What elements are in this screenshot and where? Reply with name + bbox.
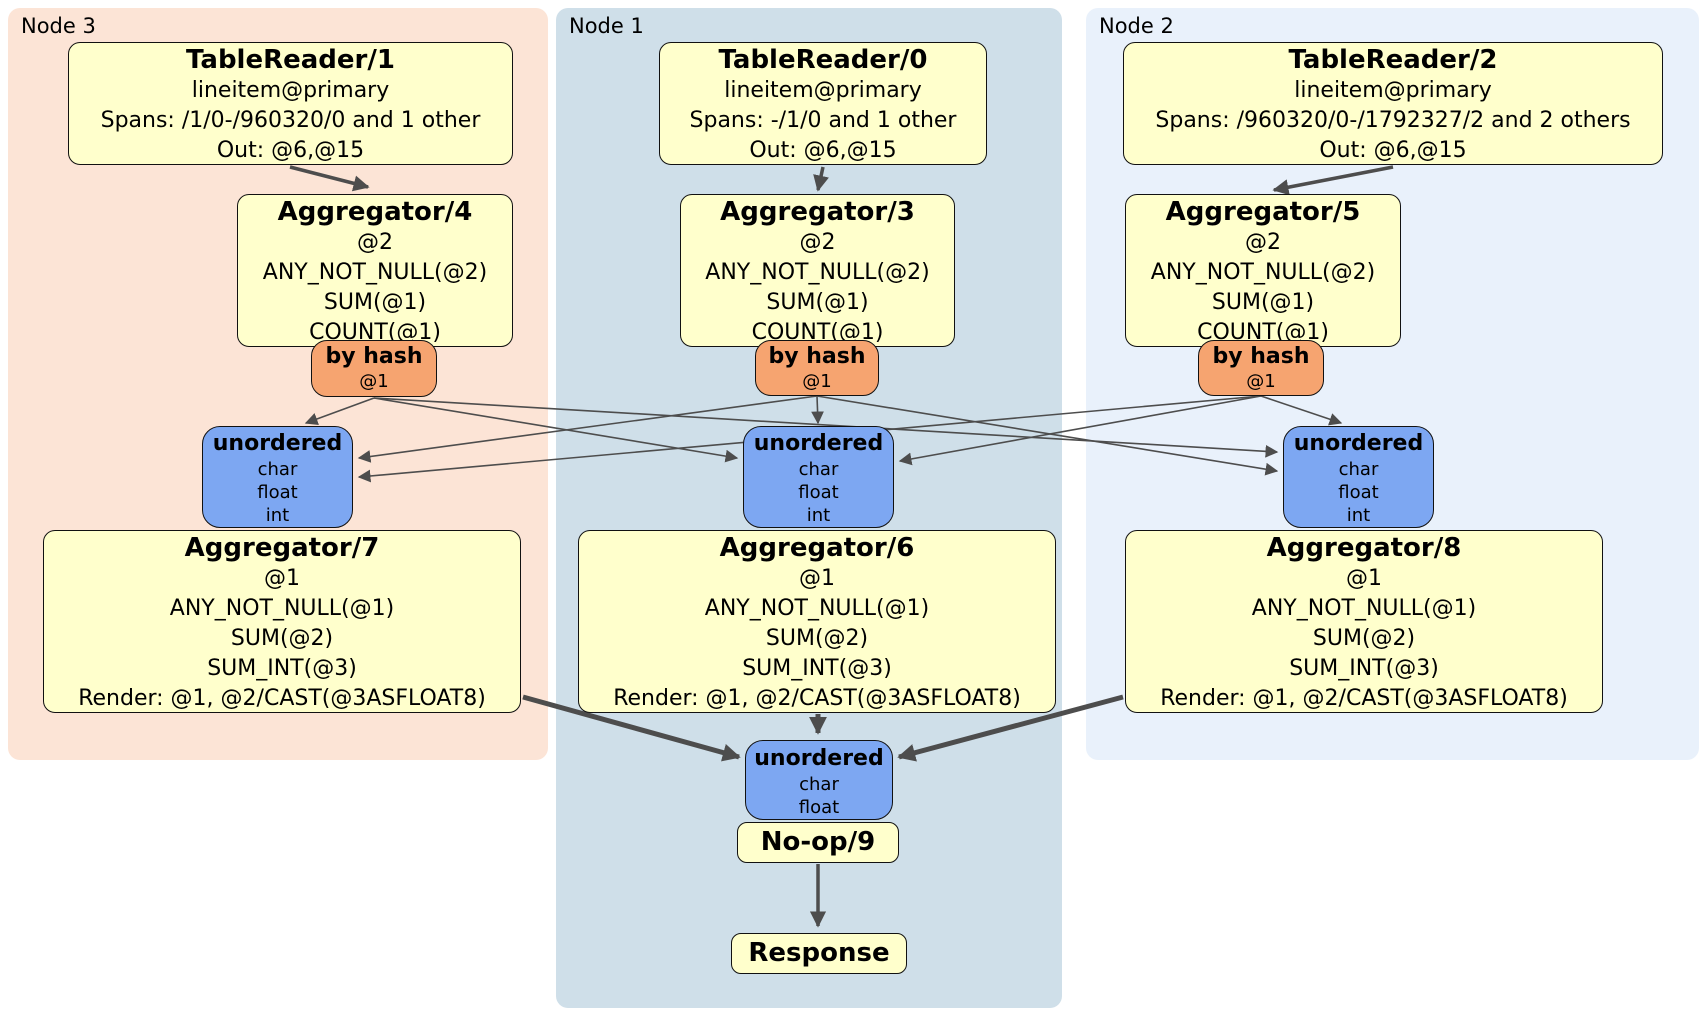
node-detail: ANY_NOT_NULL(@1) bbox=[169, 596, 395, 621]
edge-hash4-unordered7 bbox=[304, 397, 375, 426]
node-tablereader-0: TableReader/0 lineitem@primary Spans: -/… bbox=[659, 42, 987, 165]
node-detail: Spans: -/1/0 and 1 other bbox=[689, 108, 957, 133]
node-title: Aggregator/7 bbox=[184, 533, 380, 563]
node-detail: Out: @6,@15 bbox=[749, 138, 897, 163]
stream-type: float bbox=[798, 797, 840, 818]
node-detail: @2 bbox=[357, 230, 393, 255]
sync-unordered-8: unordered char float int bbox=[1283, 426, 1434, 528]
node-detail: ANY_NOT_NULL(@1) bbox=[704, 596, 930, 621]
stream-type: float bbox=[798, 482, 839, 503]
node-detail: SUM(@2) bbox=[1312, 626, 1416, 651]
node-detail: Render: @1, @2/CAST(@3ASFLOAT8) bbox=[78, 686, 486, 711]
node-title: No-op/9 bbox=[760, 827, 876, 857]
node-title: Response bbox=[748, 938, 890, 968]
edge-tablereader0-aggregator3 bbox=[813, 166, 829, 192]
node-response: Response bbox=[731, 933, 907, 974]
node-detail: SUM(@2) bbox=[765, 626, 869, 651]
node-detail: Out: @6,@15 bbox=[216, 138, 365, 163]
router-key: @1 bbox=[802, 371, 832, 392]
stream-type: char bbox=[798, 459, 839, 480]
router-title: by hash bbox=[325, 344, 423, 369]
sync-unordered-final: unordered char float bbox=[745, 740, 893, 820]
edge-hash4-unordered8 bbox=[373, 397, 1279, 458]
node-aggregator-8: Aggregator/8 @1 ANY_NOT_NULL(@1) SUM(@2)… bbox=[1125, 530, 1603, 713]
panel-label-node-2: Node 2 bbox=[1099, 14, 1174, 38]
edge-hash5-unordered6 bbox=[898, 395, 1262, 466]
node-title: TableReader/0 bbox=[718, 45, 928, 75]
node-title: TableReader/1 bbox=[186, 45, 395, 75]
edge-aggregator7-unordered-final bbox=[522, 694, 741, 762]
node-title: Aggregator/3 bbox=[720, 197, 915, 227]
edge-hash3-unordered7 bbox=[357, 395, 818, 463]
node-detail: SUM(@1) bbox=[323, 290, 427, 315]
edge-tablereader2-aggregator5 bbox=[1272, 165, 1394, 196]
node-detail: lineitem@primary bbox=[1294, 78, 1492, 103]
node-title: Aggregator/6 bbox=[719, 533, 915, 563]
node-detail: SUM_INT(@3) bbox=[207, 656, 357, 681]
edge-tablereader1-aggregator4 bbox=[289, 165, 370, 192]
node-detail: Spans: /1/0-/960320/0 and 1 other bbox=[100, 108, 481, 133]
node-detail: Out: @6,@15 bbox=[1319, 138, 1467, 163]
node-aggregator-6: Aggregator/6 @1 ANY_NOT_NULL(@1) SUM(@2)… bbox=[578, 530, 1056, 713]
stream-type: char bbox=[799, 774, 839, 795]
node-aggregator-3: Aggregator/3 @2 ANY_NOT_NULL(@2) SUM(@1)… bbox=[680, 194, 955, 347]
node-detail: SUM(@1) bbox=[766, 290, 869, 315]
node-detail: @1 bbox=[799, 566, 835, 591]
sync-title: unordered bbox=[1293, 431, 1424, 456]
sync-unordered-6: unordered char float int bbox=[743, 426, 894, 528]
router-by-hash-3: by hash @1 bbox=[755, 340, 879, 396]
node-detail: Render: @1, @2/CAST(@3ASFLOAT8) bbox=[613, 686, 1021, 711]
panel-label-node-3: Node 3 bbox=[21, 14, 96, 38]
stream-type: int bbox=[1346, 505, 1371, 526]
router-title: by hash bbox=[1212, 344, 1310, 369]
edge-hash3-unordered8 bbox=[816, 395, 1279, 476]
router-title: by hash bbox=[768, 344, 866, 369]
edge-aggregator8-unordered-final bbox=[897, 694, 1124, 762]
sync-unordered-7: unordered char float int bbox=[202, 426, 353, 528]
panel-label-node-1: Node 1 bbox=[569, 14, 644, 38]
sync-title: unordered bbox=[753, 431, 884, 456]
node-detail: SUM_INT(@3) bbox=[742, 656, 892, 681]
node-title: Aggregator/8 bbox=[1266, 533, 1462, 563]
node-noop-9: No-op/9 bbox=[737, 822, 899, 863]
edge-hash5-unordered8 bbox=[1260, 395, 1343, 426]
edge-hash3-unordered6 bbox=[811, 395, 824, 425]
sync-title: unordered bbox=[212, 431, 343, 456]
node-tablereader-2: TableReader/2 lineitem@primary Spans: /9… bbox=[1123, 42, 1663, 165]
stream-type: int bbox=[265, 505, 290, 526]
router-key: @1 bbox=[359, 371, 389, 392]
stream-type: char bbox=[257, 459, 298, 480]
node-detail: SUM(@2) bbox=[230, 626, 334, 651]
node-detail: lineitem@primary bbox=[191, 78, 390, 103]
stream-type: float bbox=[1338, 482, 1379, 503]
sync-title: unordered bbox=[754, 746, 884, 771]
node-title: Aggregator/4 bbox=[277, 197, 473, 227]
node-detail: SUM(@1) bbox=[1211, 290, 1315, 315]
node-detail: @1 bbox=[264, 566, 300, 591]
node-detail: @2 bbox=[1245, 230, 1281, 255]
router-by-hash-5: by hash @1 bbox=[1198, 340, 1324, 396]
node-aggregator-7: Aggregator/7 @1 ANY_NOT_NULL(@1) SUM(@2)… bbox=[43, 530, 521, 713]
node-title: Aggregator/5 bbox=[1165, 197, 1361, 227]
node-detail: @2 bbox=[799, 230, 836, 255]
node-aggregator-5: Aggregator/5 @2 ANY_NOT_NULL(@2) SUM(@1)… bbox=[1125, 194, 1401, 347]
stream-type: char bbox=[1338, 459, 1379, 480]
node-detail: ANY_NOT_NULL(@2) bbox=[705, 260, 930, 285]
node-detail: SUM_INT(@3) bbox=[1289, 656, 1439, 681]
stream-type: float bbox=[257, 482, 298, 503]
node-tablereader-1: TableReader/1 lineitem@primary Spans: /1… bbox=[68, 42, 513, 165]
node-aggregator-4: Aggregator/4 @2 ANY_NOT_NULL(@2) SUM(@1)… bbox=[237, 194, 513, 347]
node-detail: Spans: /960320/0-/1792327/2 and 2 others bbox=[1155, 108, 1631, 133]
node-detail: @1 bbox=[1346, 566, 1382, 591]
router-by-hash-4: by hash @1 bbox=[311, 340, 437, 397]
node-detail: ANY_NOT_NULL(@1) bbox=[1251, 596, 1477, 621]
router-key: @1 bbox=[1246, 371, 1276, 392]
node-title: TableReader/2 bbox=[1288, 45, 1498, 75]
node-detail: ANY_NOT_NULL(@2) bbox=[262, 260, 488, 285]
node-detail: Render: @1, @2/CAST(@3ASFLOAT8) bbox=[1160, 686, 1568, 711]
node-detail: ANY_NOT_NULL(@2) bbox=[1150, 260, 1376, 285]
stream-type: int bbox=[806, 505, 831, 526]
node-detail: lineitem@primary bbox=[724, 78, 922, 103]
